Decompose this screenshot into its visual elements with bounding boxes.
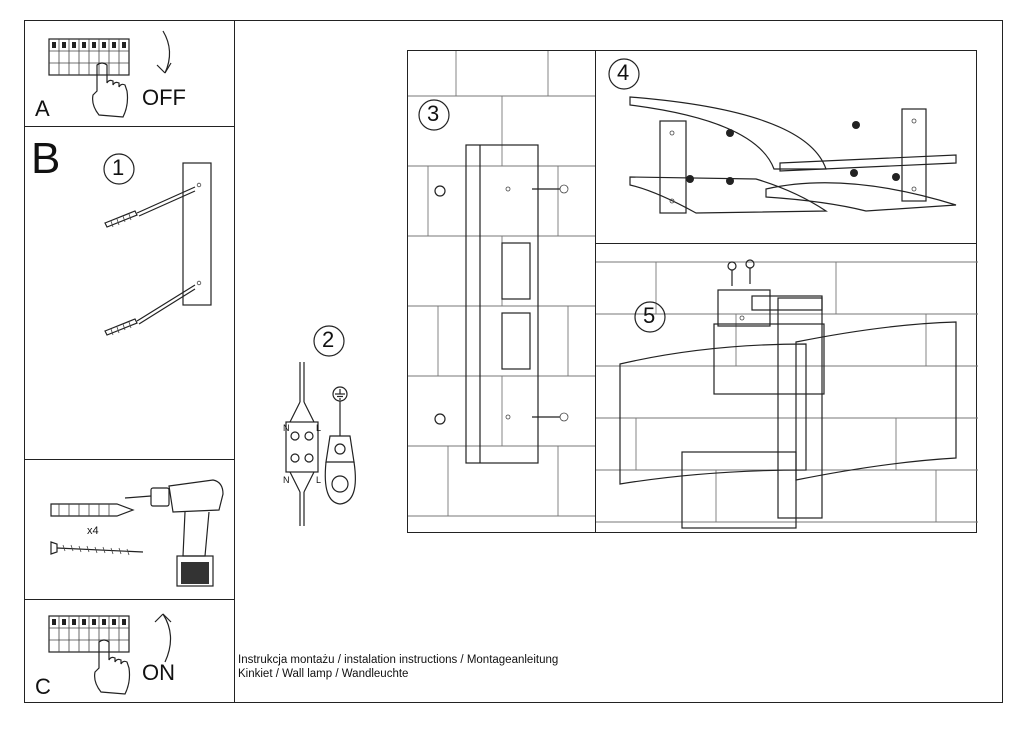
wire-label-n-bottom: N [283, 475, 290, 485]
step-number-2: 2 [322, 327, 335, 352]
hand-pointing-icon [94, 639, 131, 695]
step-number-5: 5 [643, 303, 656, 328]
off-label: OFF [142, 85, 186, 110]
on-label: ON [142, 660, 175, 685]
hand-pointing-icon [92, 62, 129, 118]
wiring-diagram [285, 362, 356, 526]
step-number-4: 4 [617, 60, 630, 85]
section-letter-c: C [35, 674, 51, 699]
step-number-1: 1 [112, 155, 125, 180]
arrow-up-icon [154, 613, 172, 663]
step-circle-2 [313, 325, 345, 357]
panel-step-4: 4 [595, 50, 977, 244]
wall-plug-icon [104, 186, 196, 228]
section-letter-a: A [35, 96, 50, 121]
panel-kit-contents: x4 [24, 459, 235, 600]
drill-icon [124, 479, 224, 587]
panel-c-power-on: C ON [24, 599, 235, 703]
footer-line-2: Kinkiet / Wall lamp / Wandleuchte [238, 667, 409, 680]
step-circle-1 [103, 153, 135, 185]
section-letter-b: B [31, 134, 61, 183]
ground-symbol-icon [335, 389, 345, 400]
breaker-panel-icon [48, 38, 130, 76]
panel-step-3: 3 [407, 50, 597, 533]
mounting-bracket-illustration [104, 162, 212, 336]
footer-line-1: Instrukcja montażu / instalation instruc… [238, 654, 559, 666]
panel-step-5: 5 [595, 243, 978, 533]
wall-plug-icon [50, 503, 135, 517]
step-circle-3 [418, 99, 450, 131]
step-circle-4 [608, 58, 640, 90]
installed-lamp-illustration [596, 259, 978, 529]
wall-plug-icon [104, 284, 196, 336]
wire-label-l-top: L [316, 423, 322, 433]
panel-b-mounting: B 1 [24, 126, 235, 460]
step-circle-5 [634, 301, 666, 333]
quantity-label: x4 [87, 525, 99, 537]
arrow-down-icon [156, 30, 172, 74]
step-number-3: 3 [427, 101, 440, 126]
panel-a-power-off: A OFF [24, 20, 235, 127]
brick-wall [408, 51, 597, 517]
wire-label-l-bottom: L [316, 475, 322, 485]
footer-text: Instrukcja montażu / instalation instruc… [238, 654, 558, 682]
shade-assembly-illustration [629, 96, 957, 214]
screw-icon [50, 541, 144, 556]
breaker-panel-icon [48, 615, 130, 653]
wire-label-n-top: N [283, 423, 290, 433]
